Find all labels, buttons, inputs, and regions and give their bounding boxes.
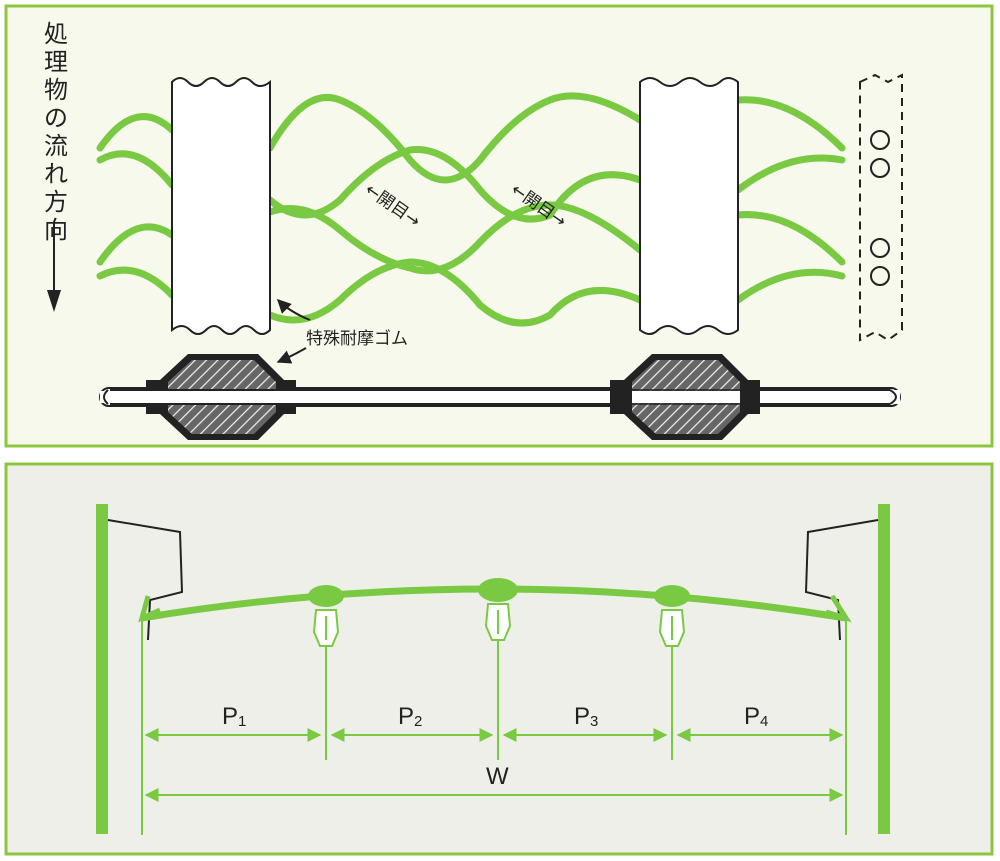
clip-3 — [654, 585, 690, 760]
mesh-wire — [96, 201, 846, 275]
mesh-wire — [96, 146, 846, 223]
pitch-label-p4: P4 — [744, 703, 768, 730]
pitch-label-p3: P3 — [574, 703, 598, 730]
pitch-label-p1: P1 — [222, 703, 246, 730]
rubber-arrow-icon — [277, 299, 311, 321]
flow-direction-arrow-icon — [47, 290, 61, 312]
rubber-arrow-icon — [276, 347, 307, 364]
mesh-wire — [96, 258, 846, 327]
mesh-wires — [96, 92, 846, 327]
top-panel: 処理物の流れ方向 ←開目→ ←開目→ 特殊耐摩ゴム — [4, 4, 994, 448]
dashed-bar — [859, 73, 903, 342]
hole-circle — [870, 158, 890, 178]
rubber-label: 特殊耐摩ゴム — [306, 328, 408, 349]
hole-circle — [870, 130, 890, 150]
left-hook-icon — [138, 595, 162, 623]
right-wall — [878, 504, 890, 834]
pitch-label-p2: P2 — [398, 703, 422, 730]
left-wall — [96, 504, 108, 834]
right-hook-icon — [825, 594, 852, 623]
hole-circle — [870, 238, 890, 258]
left-bar — [171, 77, 271, 335]
hole-circle — [870, 266, 890, 286]
flow-direction-label: 処理物の流れ方向 — [44, 20, 68, 244]
mesh-wire — [96, 92, 846, 184]
bottom-panel: P1 P2 P3 P4 W — [4, 462, 994, 856]
width-label: W — [486, 763, 509, 790]
clip-1 — [308, 585, 344, 760]
right-bar — [639, 77, 739, 335]
pitch-dimension-lines — [144, 728, 844, 802]
clip-2 — [478, 578, 518, 760]
